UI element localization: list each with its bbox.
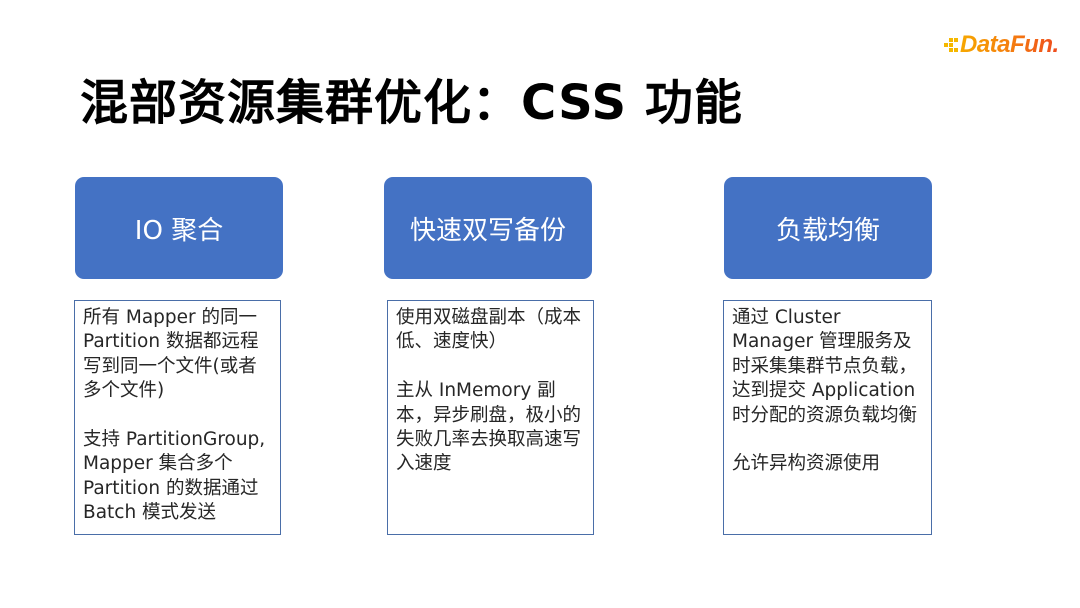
description-paragraph: 允许异构资源使用: [732, 453, 881, 475]
feature-header-io-aggregation: IO 聚合: [75, 177, 283, 279]
logo-text: DataFun.: [960, 31, 1059, 58]
feature-header-label: 负载均衡: [775, 215, 880, 246]
description-paragraph: 所有 Mapper 的同一 Partition 数据都远程写到同一个文件(或者多…: [83, 307, 259, 402]
datafun-logo: DataFun.: [944, 30, 1059, 60]
feature-header-dual-write-backup: 快速双写备份: [384, 177, 592, 279]
logo-dots-icon: [944, 38, 958, 52]
feature-description-io-aggregation: 所有 Mapper 的同一 Partition 数据都远程写到同一个文件(或者多…: [74, 300, 281, 535]
feature-header-load-balancing: 负载均衡: [724, 177, 932, 279]
description-paragraph: 支持 PartitionGroup, Mapper 集合多个 Partition…: [83, 429, 266, 524]
feature-description-dual-write-backup: 使用双磁盘副本（成本低、速度快） 主从 InMemory 副本，异步刷盘，极小的…: [387, 300, 594, 535]
description-paragraph: 主从 InMemory 副本，异步刷盘，极小的失败几率去换取高速写入速度: [396, 380, 582, 475]
feature-header-label: 快速双写备份: [409, 215, 566, 246]
page-title: 混部资源集群优化：CSS 功能: [80, 75, 743, 131]
description-paragraph: 通过 Cluster Manager 管理服务及时采集集群节点负载，达到提交 A…: [732, 307, 918, 426]
feature-header-label: IO 聚合: [134, 215, 224, 246]
feature-description-load-balancing: 通过 Cluster Manager 管理服务及时采集集群节点负载，达到提交 A…: [723, 300, 932, 535]
description-paragraph: 使用双磁盘副本（成本低、速度快）: [396, 307, 582, 353]
